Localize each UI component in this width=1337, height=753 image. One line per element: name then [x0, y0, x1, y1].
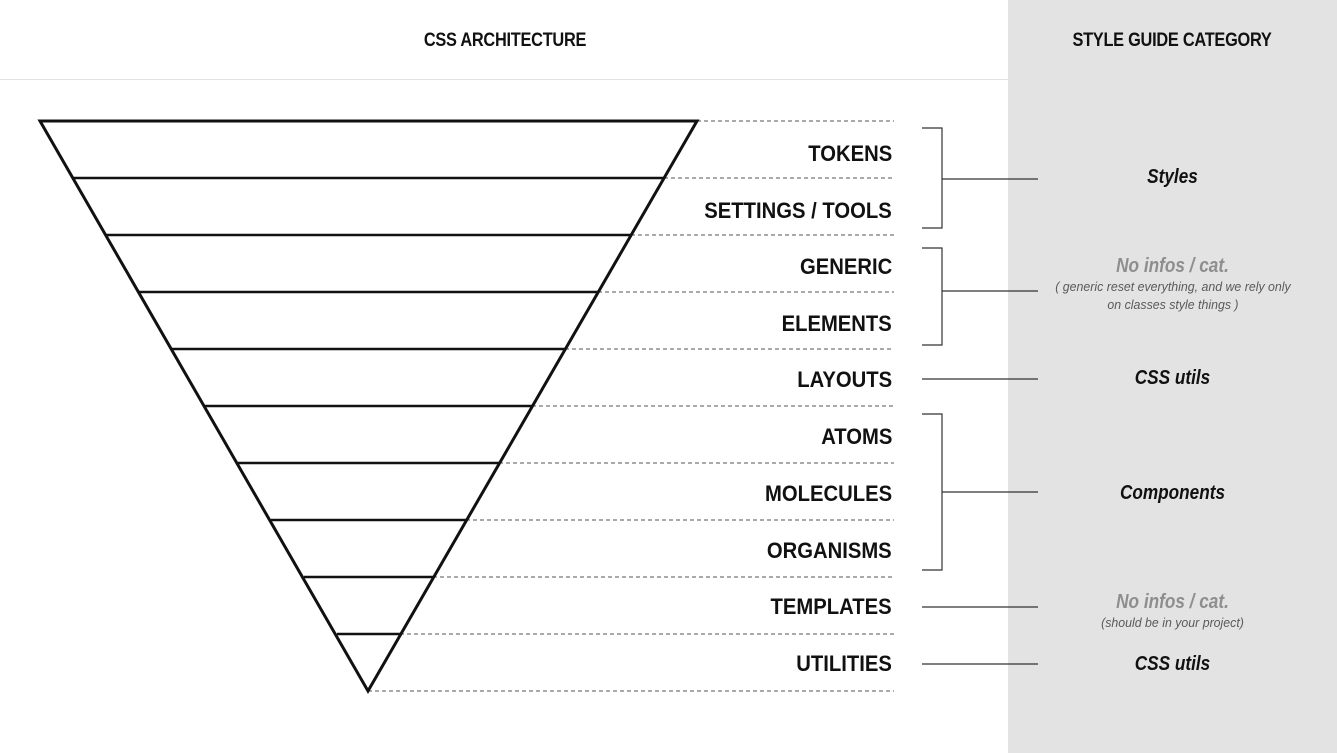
category-name: No infos / cat.: [1116, 255, 1229, 277]
category-css-utils-layouts: CSS utils: [1008, 366, 1337, 390]
category-name: CSS utils: [1134, 653, 1211, 675]
bracket-generic: [922, 247, 943, 346]
layer-label-templates: TEMPLATES: [770, 594, 892, 619]
layer-label-settings-tools: SETTINGS / TOOLS: [704, 198, 892, 223]
category-css-utils-utilities: CSS utils: [1008, 652, 1337, 676]
header-divider: [0, 79, 1008, 80]
layer-label-elements: ELEMENTS: [781, 311, 892, 336]
category-no-infos-generic: No infos / cat. ( generic reset everythi…: [1008, 254, 1337, 314]
layer-label-tokens: TOKENS: [808, 141, 892, 166]
inverted-triangle: [37, 119, 700, 695]
layer-label-organisms: ORGANISMS: [767, 538, 892, 563]
category-name: Components: [1119, 482, 1226, 504]
category-styles: Styles: [1008, 165, 1337, 189]
category-name: No infos / cat.: [1116, 591, 1229, 613]
group-brackets: [922, 127, 1038, 665]
dashed-guides: [368, 120, 894, 692]
bracket-styles: [922, 127, 943, 229]
category-panel: [1008, 0, 1337, 753]
category-no-infos-templates: No infos / cat. (should be in your proje…: [1008, 590, 1337, 632]
layer-dividers: [73, 176, 664, 636]
category-components: Components: [1008, 481, 1337, 505]
layer-label-utilities: UTILITIES: [796, 651, 892, 676]
layer-label-atoms: ATOMS: [820, 424, 892, 449]
layer-label-molecules: MOLECULES: [764, 481, 892, 506]
category-name: Styles: [1147, 166, 1198, 188]
bracket-components: [922, 413, 943, 571]
layer-label-layouts: LAYOUTS: [797, 367, 892, 392]
css-architecture-header: CSS ARCHITECTURE: [423, 30, 587, 51]
category-name: CSS utils: [1134, 367, 1211, 389]
style-guide-category-header: STYLE GUIDE CATEGORY: [1072, 30, 1272, 51]
layer-label-generic: GENERIC: [799, 254, 892, 279]
category-note: (should be in your project): [1101, 615, 1244, 630]
category-note: ( generic reset everything, and we rely …: [1054, 279, 1291, 312]
